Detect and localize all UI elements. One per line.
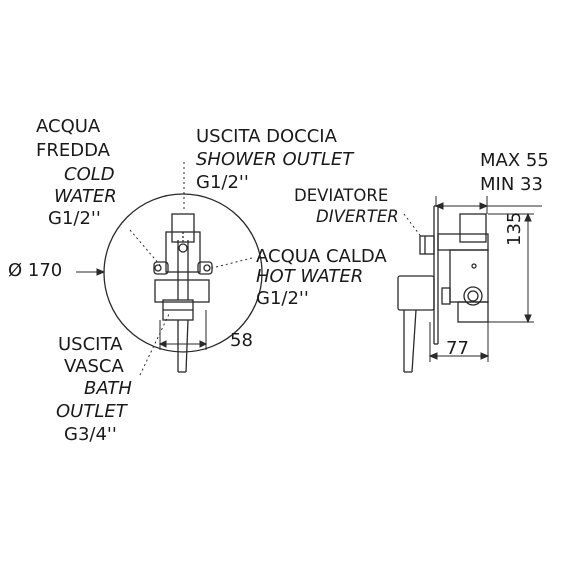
- bath-label-it-1: USCITA: [58, 334, 123, 355]
- width-dimension: 58: [230, 330, 253, 351]
- hot-thread: G1/2'': [256, 288, 309, 309]
- hot-label-en: HOT WATER: [256, 266, 364, 287]
- cold-inlet: [153, 261, 169, 275]
- hot-label-it: ACQUA CALDA: [256, 246, 387, 267]
- min-dimension: MIN 33: [480, 174, 543, 195]
- diverter-label-it: DEVIATORE: [294, 186, 389, 205]
- cold-thread: G1/2'': [48, 208, 101, 229]
- depth-dimension: 77: [446, 338, 469, 359]
- cartridge-body: [154, 279, 210, 303]
- cold-label-it-1: ACQUA: [36, 116, 101, 137]
- bath-label-en-1: BATH: [84, 378, 132, 399]
- side-shower-block: [459, 213, 487, 243]
- cold-label-it-2: FREDDA: [36, 140, 110, 161]
- cover-plate-outline: [103, 193, 263, 353]
- bath-label-en-2: OUTLET: [56, 401, 127, 422]
- shower-thread: G1/2'': [196, 172, 249, 193]
- cold-label-en-2: WATER: [54, 186, 117, 207]
- bath-label-it-2: VASCA: [64, 356, 124, 377]
- cold-label-en-1: COLD: [64, 164, 115, 185]
- diverter-label-en: DIVERTER: [316, 207, 399, 226]
- diameter-dimension: Ø 170: [8, 260, 63, 281]
- shower-label-en: SHOWER OUTLET: [196, 149, 354, 170]
- max-dimension: MAX 55: [480, 150, 549, 171]
- height-dimension: 135: [504, 211, 525, 246]
- shower-label-it: USCITA DOCCIA: [196, 126, 337, 147]
- bath-thread: G3/4'': [64, 424, 117, 445]
